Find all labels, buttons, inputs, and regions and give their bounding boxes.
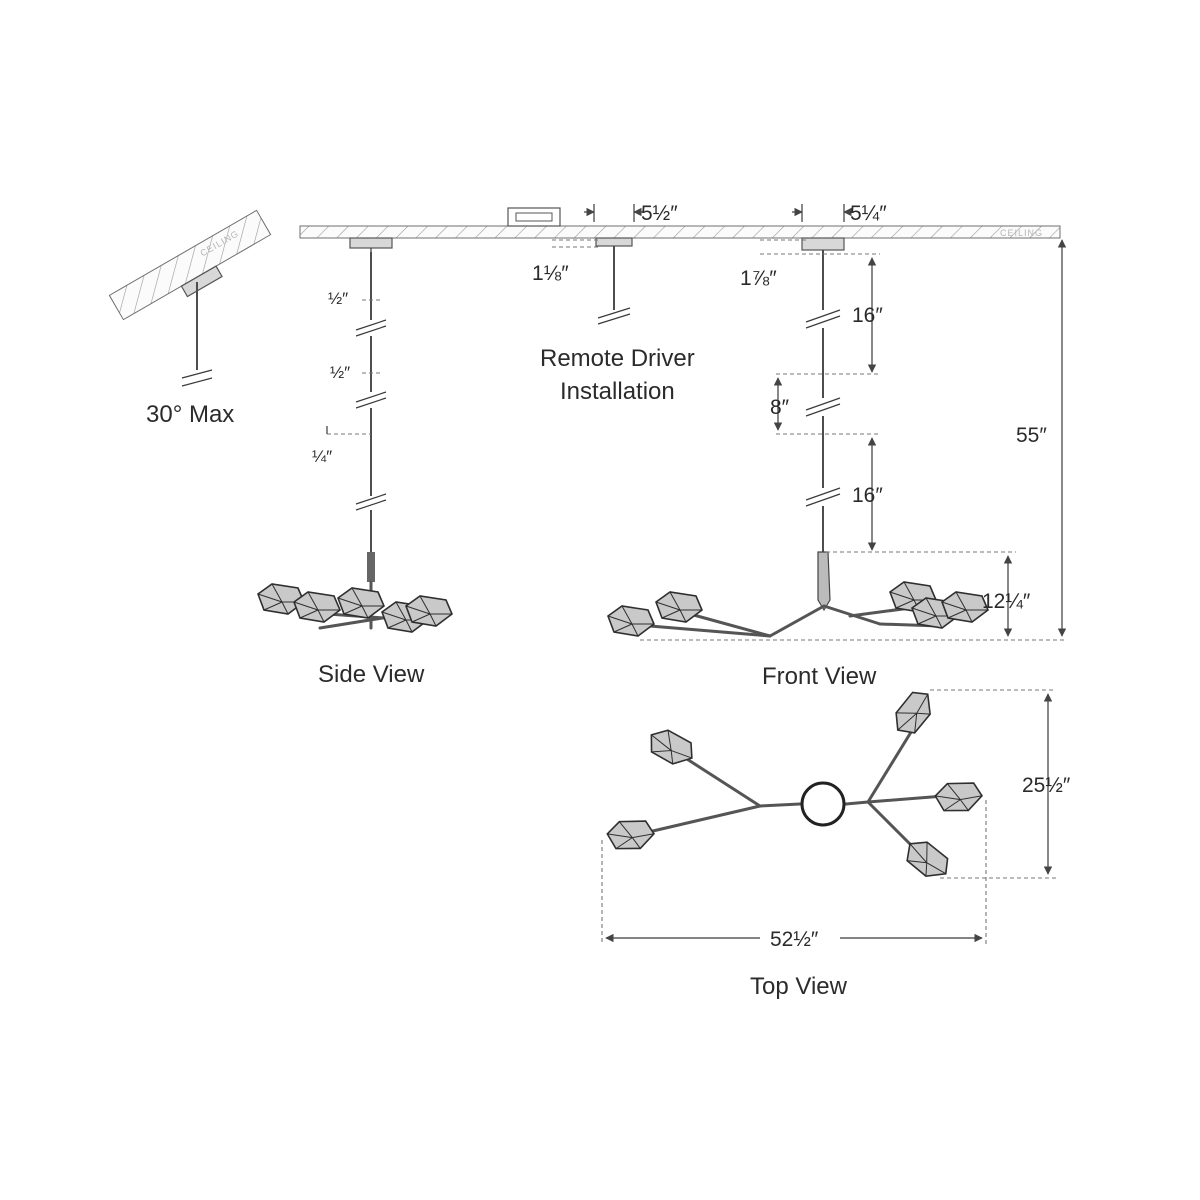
front-view: 5¼″ 1⅞″ 16″ 8″ 16″ 12¼″ 55″ Front View	[607, 202, 1067, 690]
rod-lower-dim: 16″	[852, 484, 883, 507]
side-view: ½″ ½″ ¼″ Side View	[257, 237, 453, 688]
remote-canopy-width-dim: 5½″	[641, 202, 678, 225]
sloped-ceiling-detail: CEILING 30° Max	[108, 209, 272, 428]
remote-canopy-height-dim: 1⅛″	[532, 262, 569, 285]
rod-middle-dim: 8″	[770, 396, 790, 419]
fixture-height-dim: 12¼″	[982, 590, 1031, 613]
remote-driver-detail: 5½″ 1⅛″ Remote Driver Installation	[532, 202, 695, 405]
ceiling-band: CEILING	[299, 207, 1061, 239]
remote-driver-label-1: Remote Driver	[540, 345, 695, 372]
rod-upper-dim: 16″	[852, 304, 883, 327]
canopy-width-dim: 5¼″	[850, 202, 887, 225]
overall-height-dim: 55″	[1016, 424, 1047, 447]
side-rod-dim-3: ¼″	[312, 447, 332, 466]
canopy-height-dim: 1⅞″	[740, 267, 777, 290]
side-rod-dim-1: ½″	[328, 289, 348, 308]
ceiling-label-right: CEILING	[1000, 228, 1043, 238]
front-view-label: Front View	[762, 663, 877, 690]
side-rod-dim-2: ½″	[330, 363, 350, 382]
side-view-label: Side View	[318, 661, 425, 688]
remote-driver-label-2: Installation	[560, 378, 675, 405]
top-width-dim: 52½″	[770, 928, 819, 951]
top-view: 25½″ 52½″ Top View	[601, 684, 1071, 1000]
slope-max-label: 30° Max	[146, 401, 234, 428]
top-depth-dim: 25½″	[1022, 774, 1071, 797]
top-view-label: Top View	[750, 973, 848, 1000]
